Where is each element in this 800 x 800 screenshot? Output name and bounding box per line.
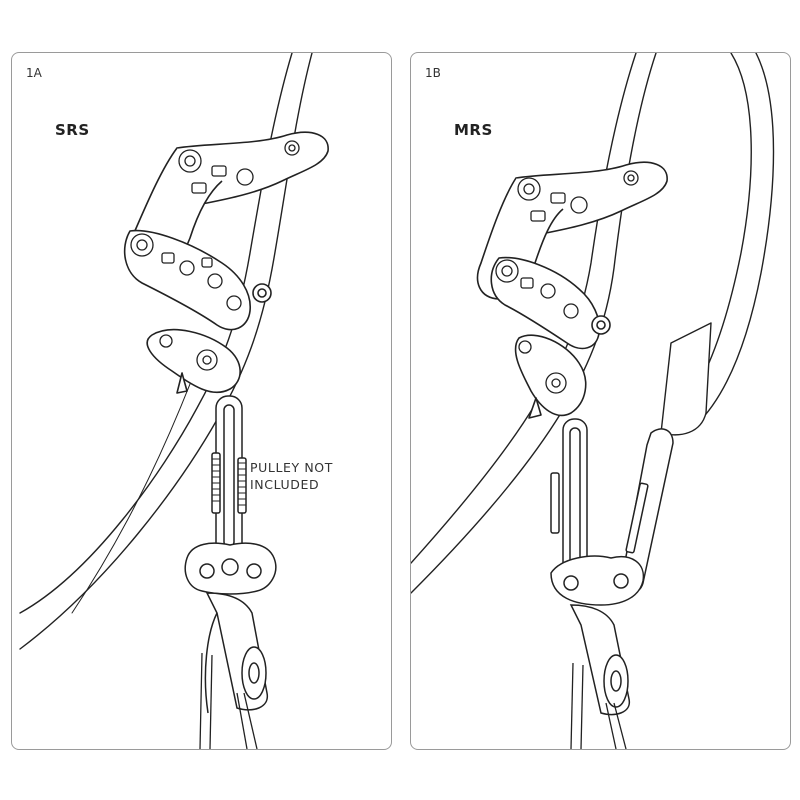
system-label: MRS	[454, 121, 493, 139]
pulley-note: PULLEY NOT INCLUDED	[250, 459, 333, 493]
system-label: SRS	[55, 121, 90, 139]
mrs-illustration	[411, 53, 775, 749]
srs-illustration	[19, 53, 329, 749]
rigging-plate-icon	[550, 555, 645, 606]
pulley-icon	[204, 592, 268, 714]
carabiner-icon	[211, 395, 247, 557]
pulley-icon	[569, 604, 630, 716]
pulley-note-line-1: PULLEY NOT	[250, 460, 333, 475]
rigging-plate-icon	[184, 542, 277, 595]
panel-id: 1A	[26, 66, 42, 80]
pulley-note-line-2: INCLUDED	[250, 477, 320, 492]
panel-1a-srs: 1A SRS PULLEY NOT INCLUDED	[11, 52, 392, 750]
panel-1b-mrs: 1B MRS	[410, 52, 791, 750]
carabiner-icon	[550, 418, 588, 580]
panel-id: 1B	[425, 66, 441, 80]
